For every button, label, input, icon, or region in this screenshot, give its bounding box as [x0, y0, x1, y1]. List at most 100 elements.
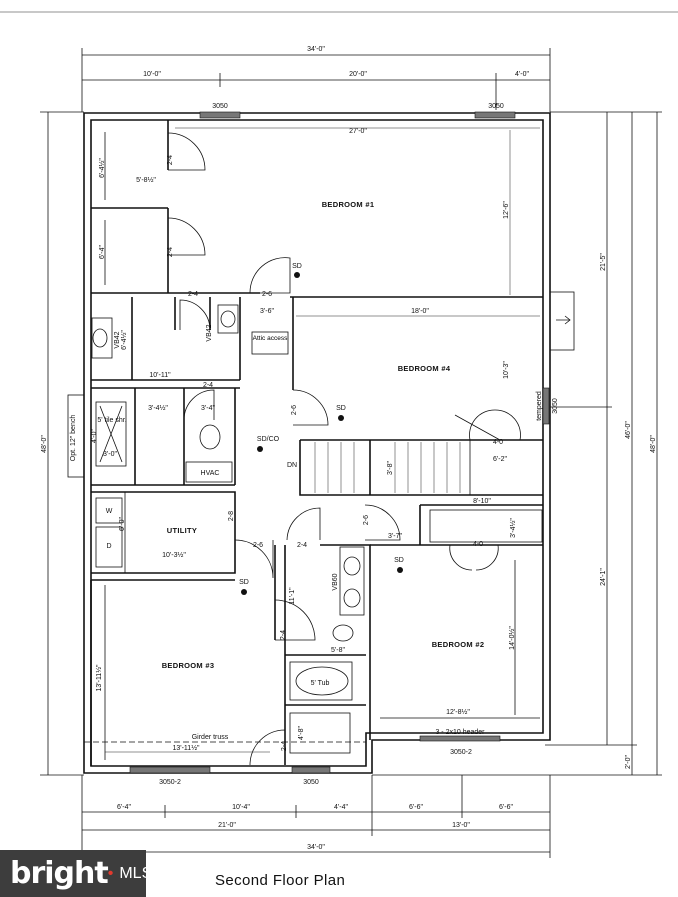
note-vb60: VB60: [332, 573, 339, 590]
right-dimensions: 21'-5" 24'-1" 46'-0" 2'-0" 48'-0": [372, 111, 662, 776]
dim-door-2-4-e: 2-4: [297, 542, 307, 549]
tub-label: 5' Tub: [311, 680, 330, 687]
sd-label-2: SD: [336, 405, 346, 412]
dim-door-2-6-c: 2-6: [363, 515, 370, 525]
window-bottom-left: [129, 766, 211, 774]
dim-bottom-seg1: 6'-4": [117, 804, 131, 811]
hall-sd-co: SD/CO: [257, 436, 280, 443]
stairs-down: DN: [287, 462, 297, 469]
dim-top-total: 34'-0": [307, 46, 325, 53]
brightmls-watermark: bright• MLS: [0, 850, 152, 897]
dim-door-2-4-d: 2-4: [203, 382, 213, 389]
note-girder-truss: Girder truss: [192, 734, 229, 741]
dim-10-3h: 10'-3½": [162, 551, 186, 559]
dim-door-2-6-d: 2-6: [253, 542, 263, 549]
room-bedroom-2: BEDROOM #2: [432, 640, 485, 649]
dim-4-0-shower: 4'-0": [91, 429, 98, 443]
note-vb42-bath: VB42: [206, 324, 213, 341]
window-label-top-right: 3050: [488, 103, 504, 110]
dim-bottom-seg2: 10'-4": [232, 804, 250, 811]
note-vb42-dim: 6'-4½": [120, 330, 128, 350]
dim-right-lower: 24'-1": [600, 568, 607, 586]
dim-right-upper: 21'-5": [600, 253, 607, 271]
dim-top-mid: 20'-0": [349, 71, 367, 78]
dim-door-2-6-b: 2-6: [291, 405, 298, 415]
smoke-detectors: [241, 272, 403, 595]
watermark-brand: bright: [10, 856, 109, 891]
dim-6-2: 6'-2": [493, 456, 507, 463]
window-tempered-note: tempered: [536, 391, 543, 421]
dim-3-7: 3'-7": [388, 533, 402, 540]
dim-door-2-4-g: 2-4: [281, 741, 288, 751]
window-label-right-side: 3050: [552, 398, 559, 414]
window-label-bottom-left: 3050-2: [159, 779, 181, 786]
note-header: 3 - 2x10 header: [435, 729, 485, 736]
dim-door-2-8: 2-8: [228, 511, 235, 521]
dim-3-4h: 3'-4½": [148, 404, 168, 412]
dim-3-8: 3'-8": [387, 461, 394, 475]
room-bedroom-1: BEDROOM #1: [322, 200, 375, 209]
dim-5-8h: 5'-8½": [136, 176, 156, 184]
dim-door-2-4-c: 2-4: [188, 291, 198, 298]
bench-label: Opt. 12" bench: [70, 415, 77, 462]
window-right-side: [542, 387, 550, 425]
dim-4-0-closet2: 4-0: [473, 541, 483, 548]
dim-4-8: 4'-8": [298, 726, 305, 740]
window-bottom-right: [419, 735, 501, 742]
watermark-dot-icon: •: [107, 864, 114, 882]
window-label-bottom-mid: 3050: [303, 779, 319, 786]
window-top-left: [199, 111, 241, 119]
dim-bottom-left: 21'-0": [218, 822, 236, 829]
dim-bottom-seg3: 4'-4": [334, 804, 348, 811]
window-label-bottom-right: 3050-2: [450, 749, 472, 756]
sd-label-4: SD: [394, 557, 404, 564]
dim-12-6: 12'-6": [503, 201, 510, 219]
top-dimensions: 34'-0" 10'-0" 20'-0" 4'-0" 3050 3050: [81, 46, 551, 112]
dim-27-0: 27'-0": [349, 128, 367, 135]
window-bottom-mid: [291, 766, 331, 774]
dim-4-0-closet: 4-0: [493, 439, 503, 446]
dim-door-2-4-f: 2-4: [280, 630, 287, 640]
dim-top-left: 10'-0": [143, 71, 161, 78]
washer-label: W: [106, 508, 113, 515]
dim-11-1: 11'-1": [289, 587, 296, 605]
left-dimensions: 48'-0": [40, 111, 84, 776]
bottom-dimensions: 6'-4" 10'-4" 4'-4" 6'-6" 6'-6" 21'-0" 13…: [81, 749, 551, 858]
dim-12-8h: 12'-8½": [446, 708, 470, 716]
dim-door-2-4-b: 2-4: [167, 247, 174, 257]
dim-10-3: 10'-3": [503, 361, 510, 379]
sd-label-1: SD: [292, 263, 302, 270]
dim-6-4: 6'-4": [99, 245, 106, 259]
interior-dimensions: 27'-0" 5'-8½" 6'-4½" 6'-4" 12'-6" 2-4 2-…: [91, 127, 540, 753]
dim-3-6: 3'-6": [260, 308, 274, 315]
dim-14-0h: 14'-0½": [508, 626, 516, 650]
attic-access: Attic access: [252, 335, 288, 342]
dim-6-4h: 6'-4½": [98, 158, 106, 178]
fixtures: [91, 304, 501, 495]
dim-3-0: 3'-0": [103, 451, 117, 458]
page-title: Second Floor Plan: [215, 872, 346, 889]
dim-bottom-total: 34'-0": [307, 844, 325, 851]
shower-label: 5' tile shr.: [97, 417, 126, 424]
dim-door-2-6-a: 2-6: [262, 291, 272, 298]
sd-label-3: SD: [239, 579, 249, 586]
doors: [167, 132, 521, 766]
room-bedroom-4: BEDROOM #4: [398, 364, 451, 373]
dim-10-11: 10'-11": [149, 372, 171, 379]
dim-3-4h-closet: 3'-4½": [509, 518, 517, 538]
dim-right-outer: 48'-0": [650, 435, 657, 453]
dim-8-10: 8'-10": [473, 498, 491, 505]
dim-5-8: 5'-8": [331, 647, 345, 654]
dim-right-mid: 46'-0": [625, 421, 632, 439]
room-bedroom-3: BEDROOM #3: [162, 661, 215, 670]
room-utility: UTILITY: [167, 526, 197, 535]
dryer-label: D: [106, 543, 111, 550]
dim-bottom-seg5: 6'-6": [499, 804, 513, 811]
note-vb42-top: VB42: [114, 331, 121, 348]
dim-left-total: 48'-0": [41, 435, 48, 453]
window-label-top-left: 3050: [212, 103, 228, 110]
dim-13-11h: 13'-11½": [172, 744, 200, 752]
dim-right-bottom: 2'-0": [625, 755, 632, 769]
room-hvac: HVAC: [201, 470, 220, 477]
